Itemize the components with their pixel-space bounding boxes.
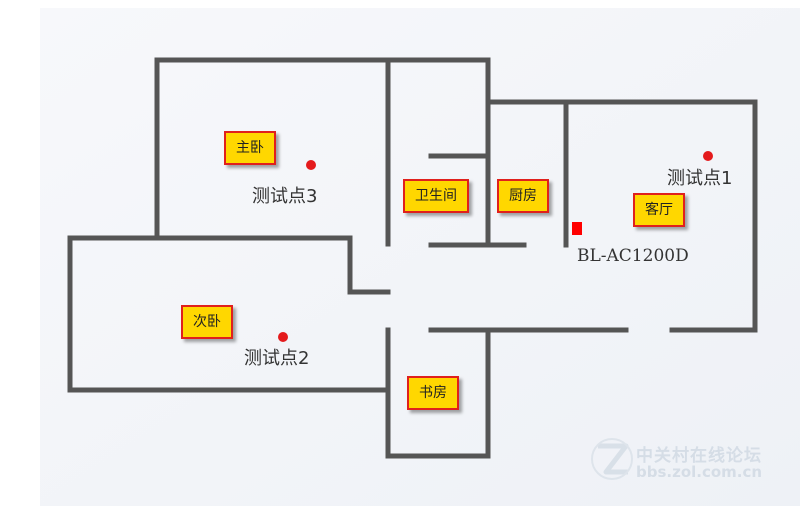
left-margin bbox=[0, 0, 40, 506]
room-label-master-bedroom: 主卧 bbox=[224, 131, 276, 165]
room-label-second-bedroom: 次卧 bbox=[181, 305, 233, 339]
walls bbox=[67, 57, 758, 459]
wall-second-bedroom bbox=[67, 235, 391, 393]
test-point-1-label: 测试点1 bbox=[667, 168, 733, 189]
watermark-name: 中关村在线论坛 bbox=[636, 446, 762, 466]
room-label-kitchen: 厨房 bbox=[497, 179, 549, 213]
zol-logo-icon bbox=[591, 438, 633, 480]
room-label-living-room: 客厅 bbox=[633, 193, 685, 227]
room-label-study: 书房 bbox=[407, 376, 459, 410]
floor-background bbox=[40, 8, 800, 506]
wall-study bbox=[385, 327, 491, 459]
test-point-3-dot bbox=[306, 160, 316, 170]
test-point-2-label: 测试点2 bbox=[244, 348, 310, 369]
test-point-2-dot bbox=[278, 332, 288, 342]
room-label-bathroom: 卫生间 bbox=[403, 179, 469, 213]
watermark-url: bbs.zol.com.cn bbox=[636, 463, 763, 481]
wall-top-right bbox=[485, 99, 758, 333]
wall-master-bedroom bbox=[154, 57, 391, 247]
test-point-3-label: 测试点3 bbox=[252, 186, 318, 207]
wall-bathroom-top bbox=[385, 57, 491, 105]
test-point-1-dot bbox=[703, 151, 713, 161]
router-marker bbox=[572, 222, 582, 235]
wall-corridor-jog bbox=[154, 235, 391, 295]
router-label: BL-AC1200D bbox=[577, 246, 689, 266]
